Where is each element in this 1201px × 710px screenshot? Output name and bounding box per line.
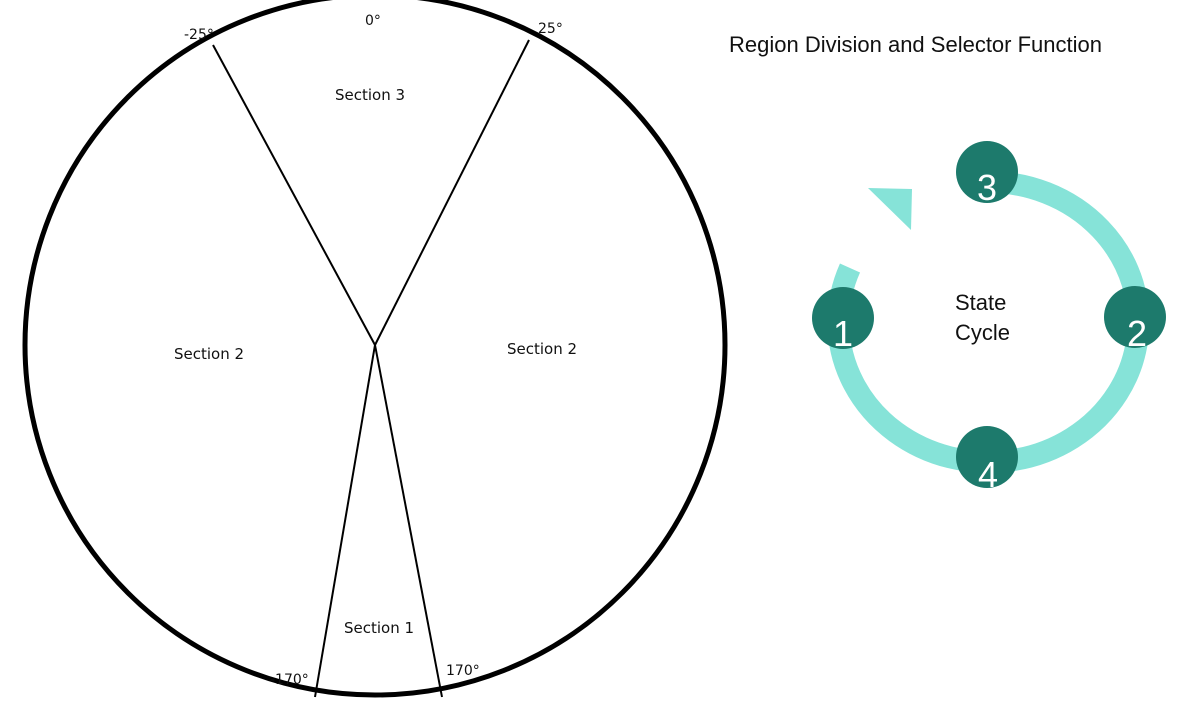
- angle-label-pos170: 170°: [446, 663, 480, 679]
- state-node-2-label: 2: [1127, 313, 1147, 354]
- section-label-top: Section 3: [335, 86, 405, 104]
- state-node-1: 1: [812, 287, 874, 354]
- cycle-center-line1: State: [955, 290, 1006, 315]
- angle-label-neg170: -170°: [270, 672, 309, 688]
- state-node-3: 3: [956, 141, 1018, 208]
- section-label-left: Section 2: [174, 345, 244, 363]
- state-node-1-label: 1: [833, 313, 853, 354]
- divider-neg25: [212, 44, 376, 346]
- divider-neg170: [314, 344, 376, 698]
- section-label-bottom: Section 1: [344, 619, 414, 637]
- cycle-ring: [827, 170, 1150, 473]
- divider-pos170: [374, 344, 443, 698]
- section-label-right: Section 2: [507, 340, 577, 358]
- state-node-4: 4: [956, 426, 1018, 495]
- state-node-4-label: 4: [978, 454, 998, 495]
- cycle-center-line2: Cycle: [955, 320, 1010, 345]
- angle-label-pos25: 25°: [538, 21, 563, 37]
- angle-label-neg25: -25°: [184, 27, 214, 43]
- angle-label-0: 0°: [365, 13, 381, 29]
- state-node-2: 2: [1104, 286, 1166, 354]
- state-node-3-label: 3: [977, 167, 997, 208]
- curved-arrow-icon: [868, 188, 912, 230]
- diagram-title: Region Division and Selector Function: [729, 32, 1102, 57]
- divider-pos25: [374, 39, 530, 346]
